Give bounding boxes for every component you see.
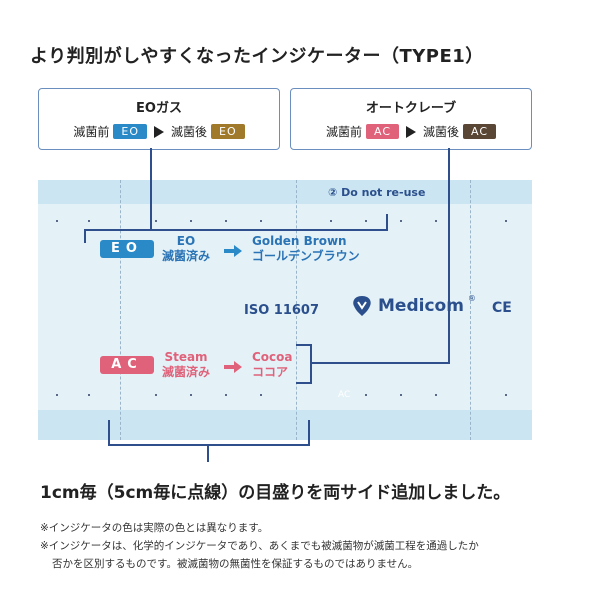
- scale-dot: [505, 220, 507, 222]
- note-line-3: 否かを区別するものです。被滅菌物の無菌性を保証するものではありません。: [52, 558, 419, 570]
- arrow-right-icon: [154, 125, 164, 138]
- eo-label: EO 滅菌済み: [162, 234, 210, 264]
- scale-dot: [330, 220, 332, 222]
- scale-caption: 1cm毎（5cm毎に点線）の目盛りを両サイド追加しました。: [40, 483, 511, 503]
- scale-dot: [365, 394, 367, 396]
- registered-mark: ®: [467, 294, 476, 303]
- ac-result: Cocoa ココア: [252, 350, 293, 380]
- ac-result-line2: ココア: [252, 365, 289, 379]
- medicom-brand-text: Medicom: [378, 296, 464, 316]
- eo-connector: [150, 148, 152, 230]
- eo-result: Golden Brown ゴールデンブラウン: [252, 234, 360, 264]
- ac-bracket-right: [310, 344, 312, 384]
- page-title: より判別がしやすくなったインジケーター（TYPE1）: [30, 46, 484, 67]
- ac-legend-box: オートクレーブ 滅菌前 AC 滅菌後 AC: [290, 88, 532, 150]
- scale-dot: [190, 394, 192, 396]
- eo-indicator-chip: EO: [100, 240, 154, 258]
- scale-dot: [190, 220, 192, 222]
- scale-dashed-line: [296, 180, 297, 440]
- scale-dot: [400, 394, 402, 396]
- ac-after-label: 滅菌後: [423, 125, 460, 139]
- note-line-1: ※インジケータの色は実際の色とは異なります。: [40, 522, 269, 534]
- eo-bracket-left: [84, 229, 86, 243]
- iso-label: ISO 11607: [244, 303, 320, 318]
- scale-dot: [88, 220, 90, 222]
- medicom-logo-icon: [353, 296, 371, 316]
- ac-after-chip: AC: [463, 124, 497, 139]
- ac-label-line2: 滅菌済み: [162, 365, 211, 379]
- ac-connector: [448, 148, 450, 364]
- scale-dot: [155, 220, 157, 222]
- ac-label: Steam 滅菌済み: [162, 350, 210, 380]
- ac-label-line1: Steam: [164, 350, 208, 364]
- eo-box-title: EOガス: [136, 101, 182, 116]
- ac-bracket-top: [296, 344, 312, 346]
- scale-dot: [225, 220, 227, 222]
- strip-top-band: [38, 180, 532, 204]
- ac-arrow-icon: [224, 359, 242, 373]
- ac-before-chip: AC: [365, 124, 399, 139]
- eo-result-line1: Golden Brown: [252, 234, 347, 248]
- scale-dot: [56, 394, 58, 396]
- eo-label-line1: EO: [176, 234, 196, 248]
- eo-after-chip: EO: [211, 124, 245, 139]
- eo-bracket-right: [386, 214, 388, 231]
- medicom-logo: Medicom ®: [350, 294, 476, 318]
- scale-bracket-right: [308, 420, 310, 446]
- scale-dot: [505, 394, 507, 396]
- do-not-reuse-label: ② Do not re-use: [328, 186, 426, 199]
- scale-dot: [260, 394, 262, 396]
- ce-mark: CE: [492, 300, 512, 316]
- ac-bracket-bottom: [296, 382, 312, 384]
- eo-legend-box: EOガス 滅菌前 EO 滅菌後 EO: [38, 88, 280, 150]
- faint-ac-mark: AC: [338, 390, 351, 400]
- scale-dashed-line: [120, 180, 121, 440]
- eo-before-chip: EO: [113, 124, 147, 139]
- eo-after-label: 滅菌後: [171, 125, 208, 139]
- eo-result-line2: ゴールデンブラウン: [252, 249, 360, 263]
- note-line-2: ※インジケータは、化学的インジケータであり、あくまでも被滅菌物が滅菌工程を通過し…: [40, 540, 479, 552]
- ac-box-title: オートクレーブ: [365, 101, 457, 116]
- eo-arrow-icon: [224, 243, 242, 257]
- scale-bracket-left: [108, 420, 110, 446]
- eo-before-label: 滅菌前: [73, 125, 110, 139]
- ac-link: [310, 362, 450, 364]
- arrow-right-icon: [406, 125, 416, 138]
- eo-bracket: [84, 229, 388, 231]
- ac-result-line1: Cocoa: [252, 350, 293, 364]
- scale-bracket-bottom: [108, 444, 310, 446]
- scale-dot: [260, 220, 262, 222]
- scale-dot: [435, 394, 437, 396]
- scale-dot: [225, 394, 227, 396]
- eo-label-line2: 滅菌済み: [162, 249, 211, 263]
- scale-dot: [435, 220, 437, 222]
- scale-bracket-stem: [207, 444, 209, 462]
- scale-dashed-line: [470, 180, 471, 440]
- scale-dot: [88, 394, 90, 396]
- ac-before-label: 滅菌前: [325, 125, 362, 139]
- scale-dot: [155, 394, 157, 396]
- scale-dot: [56, 220, 58, 222]
- ac-indicator-chip: AC: [100, 356, 154, 374]
- scale-dot: [400, 220, 402, 222]
- strip-bottom-band: [38, 410, 532, 440]
- scale-dot: [365, 220, 367, 222]
